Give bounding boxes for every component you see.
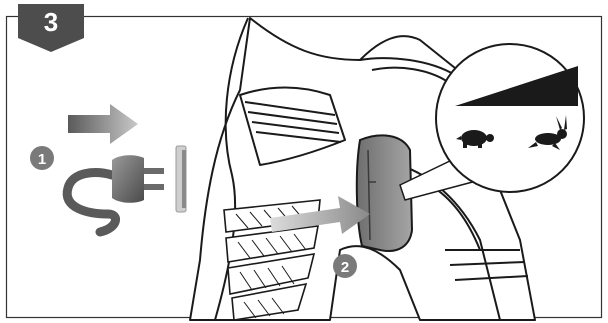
callout-2: 2 bbox=[333, 254, 357, 278]
speed-trigger bbox=[355, 134, 414, 252]
unplug-group bbox=[62, 104, 187, 237]
air-vents bbox=[223, 199, 321, 321]
turtle-icon bbox=[456, 130, 494, 148]
callout-2-number: 2 bbox=[341, 259, 349, 276]
plug-icon bbox=[112, 155, 164, 203]
step-badge: 3 bbox=[18, 4, 84, 52]
callout-1: 1 bbox=[30, 146, 54, 170]
step-number: 3 bbox=[44, 7, 58, 37]
arrow-right-icon bbox=[68, 104, 138, 144]
rabbit-icon bbox=[528, 115, 567, 150]
speed-ramp bbox=[455, 66, 578, 106]
cable bbox=[62, 168, 120, 237]
callout-1-number: 1 bbox=[38, 151, 46, 168]
press-arrow-icon bbox=[270, 196, 370, 234]
speed-magnifier bbox=[399, 43, 585, 201]
